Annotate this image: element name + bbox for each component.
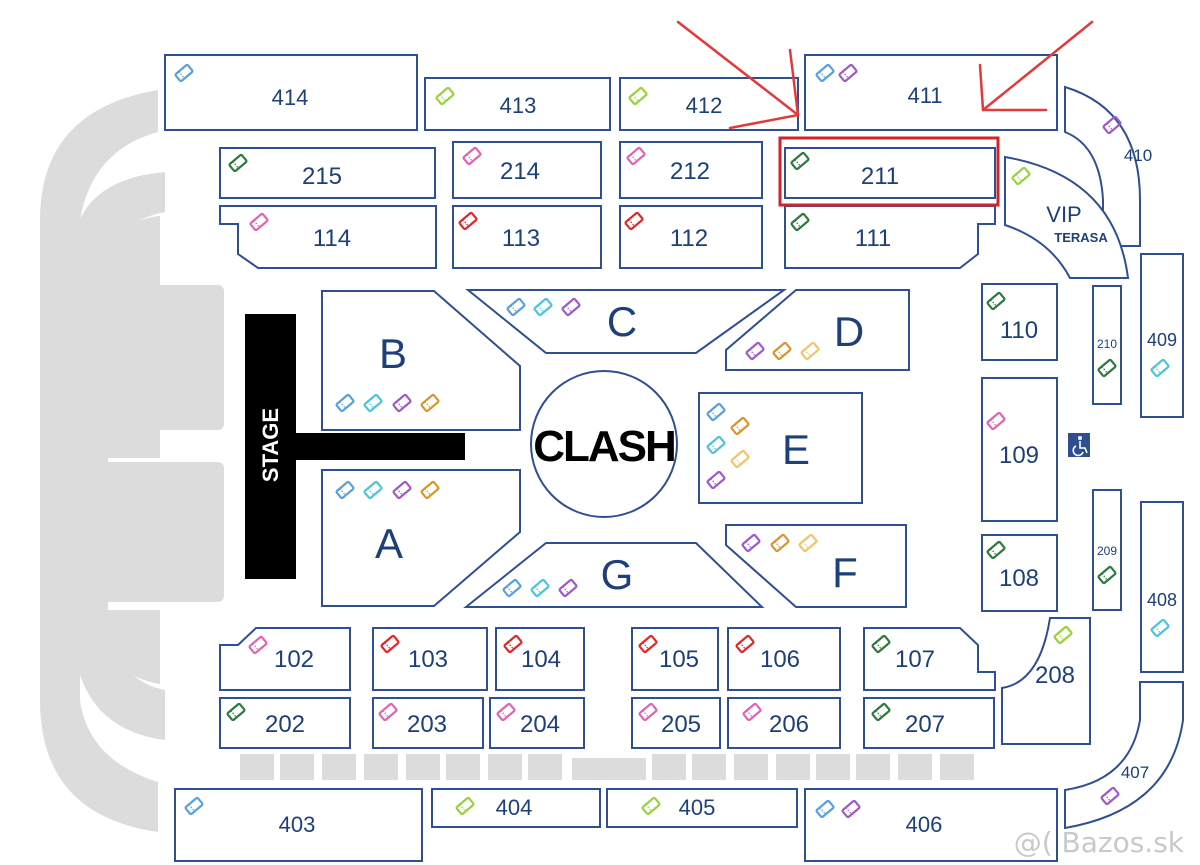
section-labels: 414 413 412 411 410 215 214 212 211 114 … [265,83,1177,837]
label-G: G [601,551,634,598]
highlight-box-211 [778,136,1000,207]
section-215[interactable] [219,147,436,199]
outer-concourse [40,90,224,832]
section-B[interactable] [321,290,521,431]
section-D[interactable] [725,289,910,371]
section-406[interactable] [804,788,1058,862]
label-412: 412 [686,93,723,118]
label-403: 403 [279,812,316,837]
section-113[interactable] [452,205,602,269]
label-107: 107 [895,646,935,673]
label-F: F [832,549,858,596]
section-vip-terasa[interactable] [1004,155,1130,279]
label-404: 404 [496,795,533,820]
section-103[interactable] [372,627,488,691]
section-407[interactable] [1064,681,1184,830]
label-406: 406 [906,812,943,837]
section-A[interactable] [321,469,521,607]
section-108[interactable] [981,534,1058,612]
label-209: 209 [1097,544,1117,558]
section-410[interactable] [1064,85,1141,247]
section-408[interactable] [1140,501,1184,673]
section-G[interactable] [463,542,765,608]
label-111: 111 [855,225,891,252]
label-207: 207 [905,711,945,738]
label-112: 112 [670,225,708,252]
label-202: 202 [265,711,305,738]
label-104: 104 [521,646,561,673]
label-102: 102 [274,646,314,673]
label-407: 407 [1121,763,1149,782]
label-214: 214 [500,158,540,185]
section-405[interactable] [606,788,798,828]
label-203: 203 [407,711,447,738]
label-E: E [782,426,810,473]
section-414[interactable] [164,54,418,131]
watermark: @( Bazos.sk [1013,826,1184,859]
wheelchair-icon [1068,433,1090,457]
label-terasa: TERASA [1054,230,1108,245]
label-114: 114 [313,225,351,252]
label-210: 210 [1097,337,1117,351]
section-211[interactable] [784,147,996,199]
label-103: 103 [408,646,448,673]
label-211: 211 [861,163,899,190]
label-206: 206 [769,711,809,738]
section-403[interactable] [174,788,423,862]
label-204: 204 [520,711,560,738]
section-404[interactable] [431,788,601,828]
label-106: 106 [760,646,800,673]
section-114[interactable] [219,205,437,269]
label-A: A [375,520,403,567]
section-107[interactable] [863,627,996,691]
stage-label: STAGE [258,408,283,482]
section-112[interactable] [619,205,763,269]
section-outlines [164,54,1184,862]
section-F[interactable] [725,524,907,608]
label-D: D [834,308,864,355]
label-411: 411 [907,83,942,108]
section-106[interactable] [727,627,841,691]
label-408: 408 [1147,590,1177,610]
section-111[interactable] [784,205,996,269]
label-B: B [379,330,407,377]
section-413[interactable] [424,77,611,131]
label-vip: VIP [1046,202,1081,227]
label-413: 413 [500,93,537,118]
arrow-left [676,20,800,117]
arrow-right [981,20,1094,112]
label-409: 409 [1147,330,1177,350]
red-arrows [676,20,1094,130]
stage: STAGE [245,314,465,579]
label-110: 110 [1000,317,1038,344]
clash-logo: CLASH [530,370,678,518]
label-405: 405 [679,795,716,820]
section-E[interactable] [698,392,863,504]
label-215: 215 [302,163,342,190]
section-104[interactable] [495,627,585,691]
section-208[interactable] [1001,617,1091,745]
label-108: 108 [999,565,1039,592]
label-212: 212 [670,158,710,185]
lower-seat-blocks [240,754,974,780]
label-208: 208 [1035,662,1075,689]
label-205: 205 [661,711,701,738]
label-113: 113 [502,225,540,252]
section-109[interactable] [981,377,1058,522]
label-C: C [607,298,637,345]
section-203[interactable] [372,697,484,749]
section-206[interactable] [727,697,841,749]
label-109: 109 [999,442,1039,469]
section-209[interactable] [1092,489,1122,611]
section-409[interactable] [1140,253,1184,418]
section-210[interactable] [1092,285,1122,405]
label-105: 105 [659,646,699,673]
label-414: 414 [272,85,309,110]
logo-text: CLASH [533,422,675,471]
section-C[interactable] [465,289,788,354]
label-410: 410 [1124,146,1152,165]
